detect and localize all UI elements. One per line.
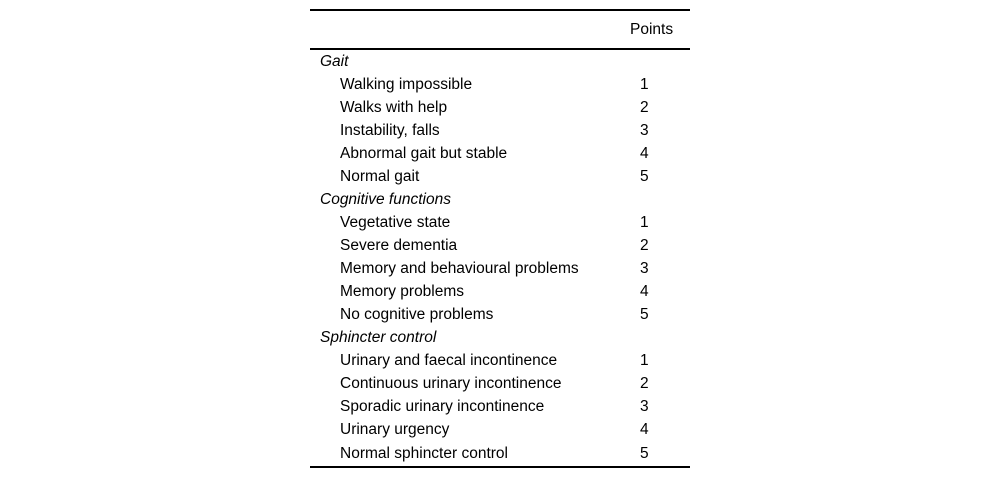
- item-label: Abnormal gait but stable: [340, 144, 508, 162]
- section-points-empty: [630, 326, 690, 349]
- item-points: 4: [640, 282, 649, 300]
- item-points: 3: [640, 259, 649, 277]
- section-name: Gait: [320, 52, 349, 70]
- item-points: 1: [640, 75, 649, 93]
- table-row: Walks with help 2: [310, 96, 690, 119]
- item-label: Urinary and faecal incontinence: [340, 351, 558, 369]
- table-row: Memory problems 4: [310, 280, 690, 303]
- item-label: Continuous urinary incontinence: [340, 374, 562, 392]
- table-row: Sporadic urinary incontinence 3: [310, 395, 690, 418]
- item-label: Sporadic urinary incontinence: [340, 397, 545, 415]
- table-row: No cognitive problems 5: [310, 303, 690, 326]
- item-label: No cognitive problems: [340, 305, 494, 323]
- section-header-row: Gait: [310, 49, 690, 73]
- item-points: 5: [640, 305, 649, 323]
- table-row: Abnormal gait but stable 4: [310, 142, 690, 165]
- section-points-empty: [630, 49, 690, 73]
- table-row: Urinary urgency 4: [310, 418, 690, 441]
- item-points: 1: [640, 351, 649, 369]
- table-header-row: Points: [310, 9, 690, 50]
- table-row: Memory and behavioural problems 3: [310, 257, 690, 280]
- item-label: Memory problems: [340, 282, 465, 300]
- item-points: 5: [630, 441, 690, 468]
- section-points-empty: [630, 188, 690, 211]
- item-points: 2: [640, 98, 649, 116]
- item-label: Walking impossible: [340, 75, 473, 93]
- column-header-label: [310, 9, 630, 50]
- item-label: Normal sphincter control: [310, 441, 630, 468]
- item-points: 4: [640, 420, 649, 438]
- item-label: Walks with help: [340, 98, 448, 116]
- table-row: Continuous urinary incontinence 2: [310, 372, 690, 395]
- table-row: Vegetative state 1: [310, 211, 690, 234]
- item-points: 2: [640, 236, 649, 254]
- item-points: 1: [640, 213, 649, 231]
- item-points: 4: [640, 144, 649, 162]
- item-points: 3: [640, 397, 649, 415]
- item-points: 2: [640, 374, 649, 392]
- table-row: Urinary and faecal incontinence 1: [310, 349, 690, 372]
- section-header-row: Sphincter control: [310, 326, 690, 349]
- table-row: Instability, falls 3: [310, 119, 690, 142]
- table-header: Points: [310, 9, 690, 50]
- item-label: Urinary urgency: [340, 420, 450, 438]
- item-points: 3: [640, 121, 649, 139]
- table-row: Severe dementia 2: [310, 234, 690, 257]
- section-name: Sphincter control: [320, 328, 437, 346]
- section-header-row: Cognitive functions: [310, 188, 690, 211]
- column-header-points: Points: [630, 9, 690, 50]
- item-label: Instability, falls: [340, 121, 440, 139]
- item-label: Vegetative state: [340, 213, 451, 231]
- item-label: Normal gait: [340, 167, 420, 185]
- item-label: Memory and behavioural problems: [340, 259, 579, 277]
- section-name: Cognitive functions: [320, 190, 451, 208]
- item-label: Severe dementia: [340, 236, 458, 254]
- table-row: Normal gait 5: [310, 165, 690, 188]
- table-row: Walking impossible 1: [310, 73, 690, 96]
- item-points: 5: [640, 167, 649, 185]
